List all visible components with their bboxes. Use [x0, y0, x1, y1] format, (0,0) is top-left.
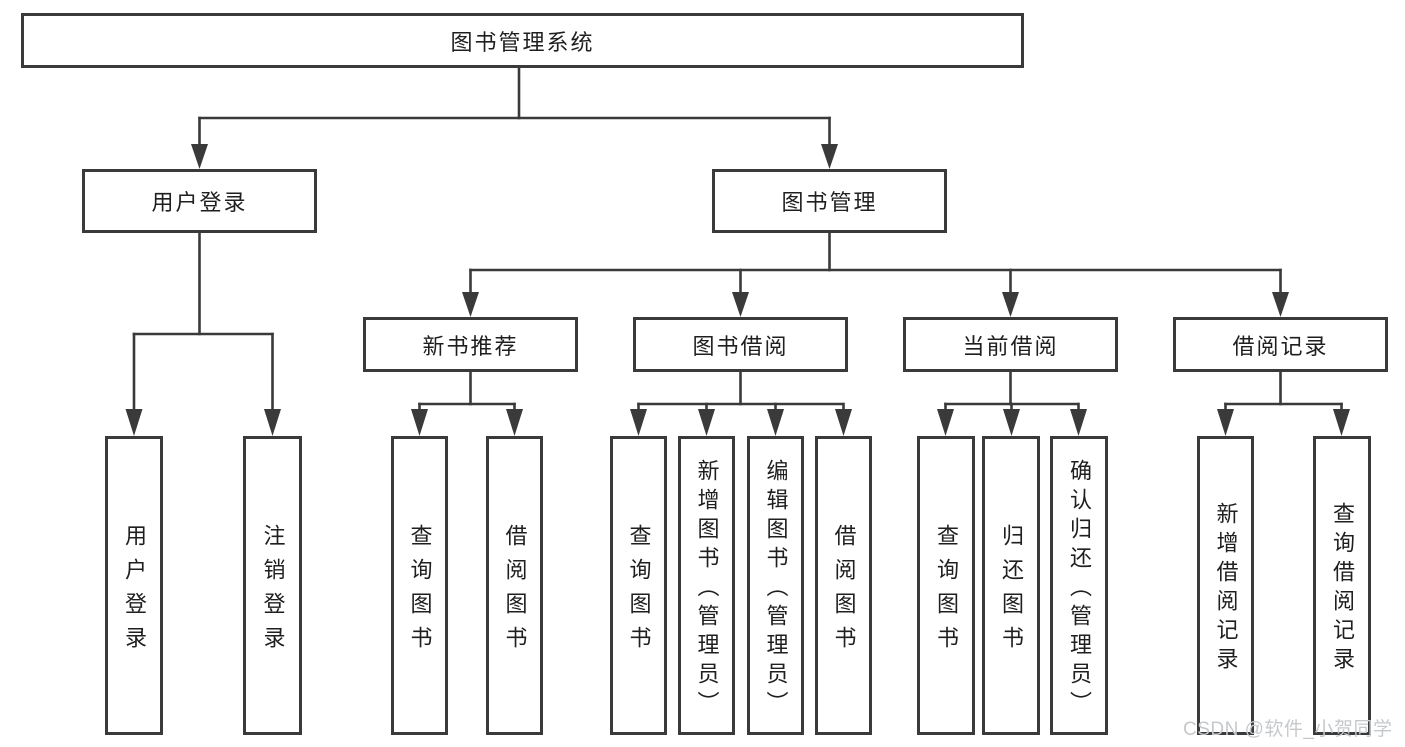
- leaf-bb-edit-books-admin: 编辑图书（管理员）: [747, 436, 804, 735]
- leaf-cb-confirm-return-admin-label: 确认归还（管理员）: [1067, 458, 1092, 720]
- leaf-cb-return-books: 归还图书: [982, 436, 1040, 735]
- leaf-bb-add-books-admin: 新增图书（管理员）: [678, 436, 735, 735]
- leaf-nbr-borrow-books-label: 借阅图书: [502, 523, 528, 660]
- leaf-bb-edit-books-admin-label: 编辑图书（管理员）: [763, 458, 789, 720]
- leaf-br-add-record: 新增借阅记录: [1197, 436, 1254, 735]
- node-new-book-recommend: 新书推荐: [363, 317, 578, 372]
- node-book-borrowing: 图书借阅: [633, 317, 848, 372]
- node-book-management: 图书管理: [712, 169, 947, 233]
- watermark: CSDN @软件_小贺同学: [1183, 719, 1393, 740]
- node-borrowing-records: 借阅记录: [1173, 317, 1388, 372]
- leaf-bb-query-books-label: 查询图书: [626, 523, 652, 660]
- node-book-borrowing-label: 图书借阅: [692, 333, 789, 359]
- leaf-br-add-record-label: 新增借阅记录: [1213, 502, 1239, 676]
- node-user-login: 用户登录: [82, 169, 317, 233]
- leaf-bb-borrow-books: 借阅图书: [815, 436, 872, 735]
- node-borrowing-records-label: 借阅记录: [1232, 333, 1329, 359]
- leaf-nbr-query-books: 查询图书: [391, 436, 448, 735]
- leaf-logout: 注销登录: [243, 436, 302, 735]
- node-new-book-recommend-label: 新书推荐: [422, 333, 519, 359]
- leaf-cb-confirm-return-admin: 确认归还（管理员）: [1050, 436, 1108, 735]
- leaf-cb-query-books-label: 查询图书: [934, 523, 959, 660]
- node-current-borrowing-label: 当前借阅: [962, 333, 1059, 359]
- leaf-cb-query-books: 查询图书: [917, 436, 975, 735]
- leaf-cb-return-books-label: 归还图书: [999, 523, 1024, 660]
- node-current-borrowing: 当前借阅: [903, 317, 1118, 372]
- leaf-user-login: 用户登录: [105, 436, 163, 735]
- leaf-bb-borrow-books-label: 借阅图书: [831, 523, 857, 660]
- leaf-bb-add-books-admin-label: 新增图书（管理员）: [694, 458, 720, 720]
- leaf-nbr-borrow-books: 借阅图书: [486, 436, 543, 735]
- leaf-br-query-record: 查询借阅记录: [1313, 436, 1371, 735]
- node-book-management-label: 图书管理: [781, 190, 878, 215]
- leaf-br-query-record-label: 查询借阅记录: [1330, 502, 1355, 676]
- leaf-nbr-query-books-label: 查询图书: [407, 523, 433, 660]
- node-root-label: 图书管理系统: [450, 29, 595, 55]
- node-user-login-label: 用户登录: [151, 190, 248, 215]
- leaf-logout-label: 注销登录: [260, 523, 286, 660]
- node-root: 图书管理系统: [21, 13, 1024, 68]
- leaf-user-login-label: 用户登录: [122, 523, 147, 660]
- leaf-bb-query-books: 查询图书: [610, 436, 667, 735]
